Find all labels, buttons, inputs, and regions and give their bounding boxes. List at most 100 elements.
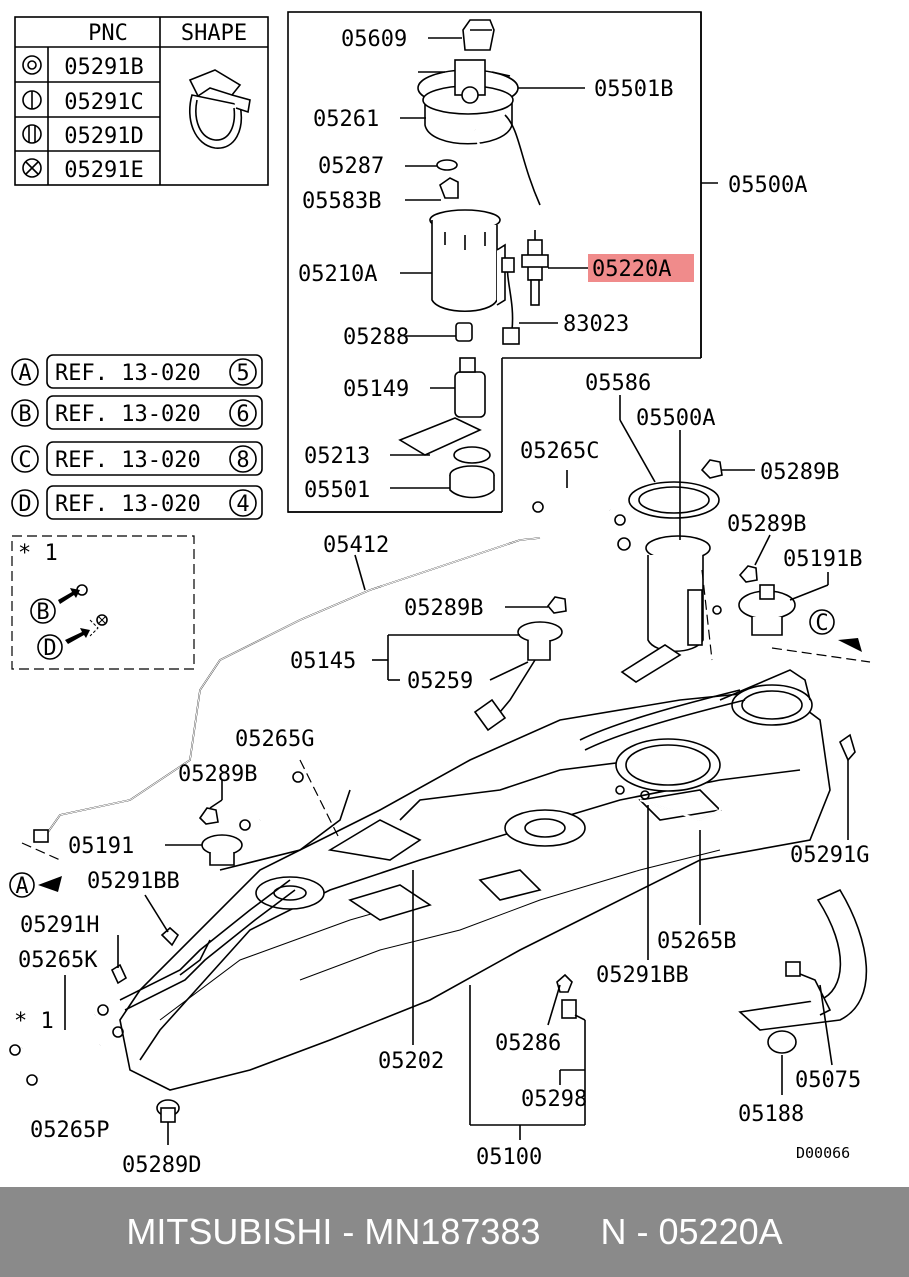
label-05500A-right: 05500A xyxy=(728,173,807,198)
svg-text:C: C xyxy=(18,448,31,473)
label-05586: 05586 xyxy=(585,371,651,396)
table-header-shape: SHAPE xyxy=(181,21,247,46)
svg-text:REF. 13-020: REF. 13-020 xyxy=(55,361,201,386)
star-label-lower: * 1 xyxy=(14,1009,54,1034)
ref-d[interactable]: D REF. 13-020 4 xyxy=(11,485,263,520)
svg-text:C: C xyxy=(815,611,828,636)
ref-c[interactable]: C REF. 13-020 8 xyxy=(11,441,263,476)
label-05265G: 05265G xyxy=(235,727,314,752)
label-05075: 05075 xyxy=(795,1068,861,1093)
label-05202: 05202 xyxy=(378,1049,444,1074)
label-05289B-a: 05289B xyxy=(760,460,839,485)
callout-c[interactable]: C xyxy=(771,609,871,663)
pnc-shape-table: PNC SHAPE 05291B 05291C 05291D 05291E xyxy=(14,16,269,186)
svg-text:REF. 13-020: REF. 13-020 xyxy=(55,448,201,473)
label-05289B-d: 05289B xyxy=(178,762,257,787)
reservoir-05210A xyxy=(429,209,506,313)
table-pnc-row-4: 05291E xyxy=(64,158,143,183)
label-05583B: 05583B xyxy=(302,189,381,214)
label-05501: 05501 xyxy=(304,478,370,503)
svg-text:REF. 13-020: REF. 13-020 xyxy=(55,492,201,517)
label-05265P: 05265P xyxy=(30,1118,109,1143)
pump-assembly-installed xyxy=(473,459,796,732)
detail-box-star1: * 1 B D xyxy=(11,535,195,670)
ref-list: A REF. 13-020 5 B REF. 13-020 6 C REF. 1… xyxy=(11,354,263,520)
label-05261: 05261 xyxy=(313,107,379,132)
label-05100: 05100 xyxy=(476,1145,542,1170)
circle-single-bar-icon xyxy=(22,90,42,110)
parts-diagram: PNC SHAPE 05291B 05291C 05291D 05291E A … xyxy=(9,11,871,1178)
label-05501B: 05501B xyxy=(594,77,673,102)
star-label: * 1 xyxy=(18,541,58,566)
double-circle-icon xyxy=(22,55,42,75)
label-05191B: 05191B xyxy=(783,547,862,572)
label-05188: 05188 xyxy=(738,1102,804,1127)
label-05220A[interactable]: 05220A xyxy=(592,257,671,282)
pump-05149 xyxy=(454,357,486,418)
table-header-pnc: PNC xyxy=(88,21,128,46)
footer-bar: MITSUBISHI - MN187383 N - 05220A xyxy=(0,1187,909,1277)
label-05259: 05259 xyxy=(407,669,473,694)
label-05289B-c: 05289B xyxy=(404,596,483,621)
misc-parts xyxy=(9,733,868,1145)
oring-05287 xyxy=(436,159,458,171)
table-pnc-row-2: 05291C xyxy=(64,90,143,115)
pump-exploded-box xyxy=(287,11,718,513)
label-05291H: 05291H xyxy=(20,913,99,938)
label-05286: 05286 xyxy=(495,1031,561,1056)
label-05191: 05191 xyxy=(68,834,134,859)
footer-pnc: N - 05220A xyxy=(600,1211,783,1252)
clamp-shape-icon xyxy=(188,69,251,149)
diagram-code: D00066 xyxy=(796,1144,850,1162)
label-83023: 83023 xyxy=(563,312,629,337)
harness-83023 xyxy=(501,257,520,345)
label-05149: 05149 xyxy=(343,377,409,402)
flange-05261 xyxy=(417,59,541,206)
callout-d-detail: D xyxy=(43,636,56,661)
part-05288 xyxy=(455,322,473,342)
ref-b[interactable]: B REF. 13-020 6 xyxy=(11,395,263,430)
label-05289D: 05289D xyxy=(122,1153,201,1178)
leaders-upper-right xyxy=(372,395,829,681)
label-05213: 05213 xyxy=(304,444,370,469)
svg-text:4: 4 xyxy=(236,492,249,517)
callout-b-detail: B xyxy=(36,600,49,625)
svg-text:D: D xyxy=(18,492,31,517)
label-05145: 05145 xyxy=(290,649,356,674)
svg-text:5: 5 xyxy=(236,361,249,386)
table-pnc-row-1: 05291B xyxy=(64,55,143,80)
ref-a[interactable]: A REF. 13-020 5 xyxy=(11,354,263,389)
label-05288: 05288 xyxy=(343,325,409,350)
label-05412: 05412 xyxy=(323,533,389,558)
circle-cross-icon xyxy=(22,158,42,178)
svg-text:6: 6 xyxy=(236,402,249,427)
label-05291BB-left: 05291BB xyxy=(87,869,180,894)
sender-05220A xyxy=(521,230,549,306)
svg-text:A: A xyxy=(18,361,31,386)
retainer-05501 xyxy=(449,446,495,499)
connector-05609 xyxy=(462,19,495,51)
svg-text:8: 8 xyxy=(236,448,249,473)
label-05287: 05287 xyxy=(318,154,384,179)
footer-brand-part: MITSUBISHI - MN187383 xyxy=(126,1211,541,1252)
circle-double-bar-icon xyxy=(22,124,42,144)
callout-a[interactable]: A xyxy=(9,872,62,899)
clip-05583B xyxy=(439,177,459,199)
label-05500A-mid: 05500A xyxy=(636,406,715,431)
svg-text:A: A xyxy=(15,874,28,899)
label-05609: 05609 xyxy=(341,27,407,52)
highlight-05220A xyxy=(588,254,694,282)
svg-text:B: B xyxy=(18,402,31,427)
label-05291BB-right: 05291BB xyxy=(596,963,689,988)
fuel-tank-05100 xyxy=(119,669,831,1140)
filter-05213 xyxy=(398,417,482,456)
label-05298: 05298 xyxy=(521,1087,587,1112)
footer-spacer xyxy=(541,1211,601,1253)
label-05210A: 05210A xyxy=(298,262,377,287)
svg-text:REF. 13-020: REF. 13-020 xyxy=(55,402,201,427)
label-05265C: 05265C xyxy=(520,439,599,464)
label-05291G: 05291G xyxy=(790,843,869,868)
table-pnc-row-3: 05291D xyxy=(64,124,143,149)
label-05289B-b: 05289B xyxy=(727,512,806,537)
label-05265K: 05265K xyxy=(18,948,98,973)
